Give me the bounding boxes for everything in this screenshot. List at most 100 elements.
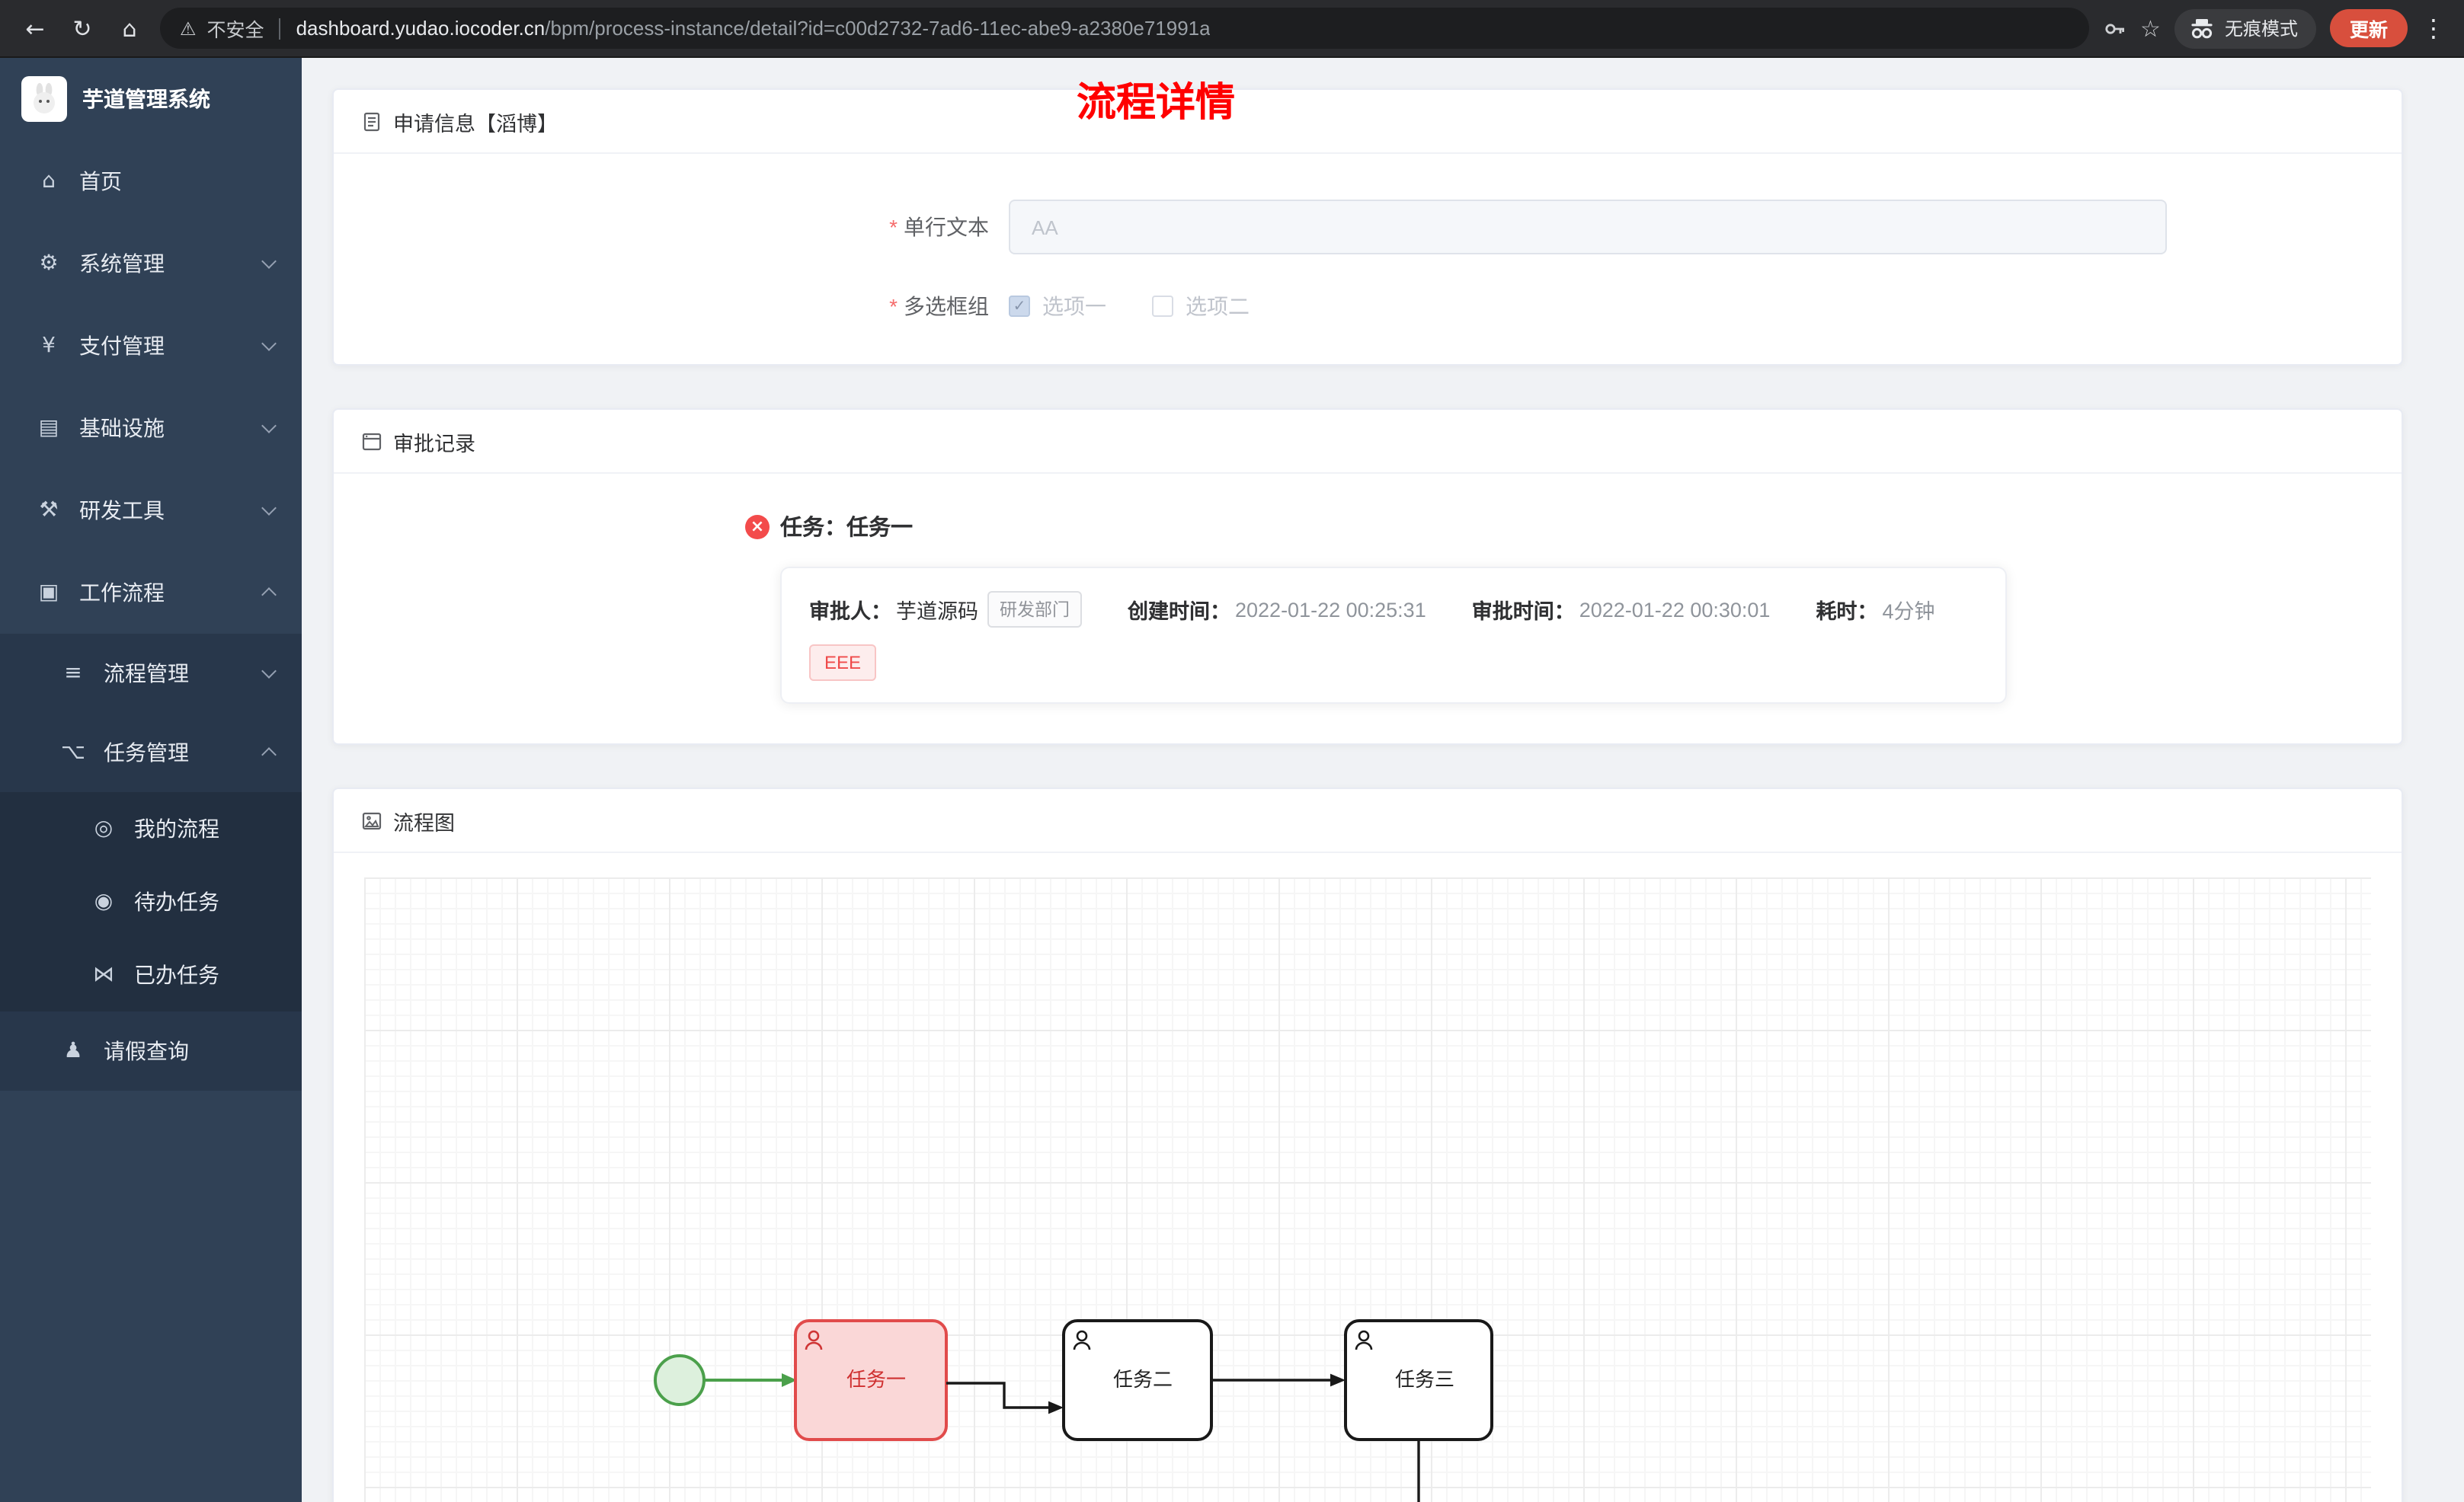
checkbox-group: ✓ 选项一 选项二 (1009, 291, 1250, 321)
sidebar-item-label: 基础设施 (79, 416, 165, 440)
chevron-down-icon (261, 336, 277, 351)
field-label: 多选框组 (904, 294, 989, 318)
url-divider (279, 18, 281, 39)
sidebar-item-infrastructure[interactable]: ▤ 基础设施 (0, 387, 302, 469)
sidebar-item-label: 流程管理 (104, 661, 189, 685)
sequence-flow-start-task1 (704, 1373, 797, 1387)
update-button[interactable]: 更新 (2329, 9, 2408, 47)
single-line-text-input[interactable] (1009, 200, 2167, 254)
sidebar-item-payment[interactable]: ¥ 支付管理 (0, 305, 302, 387)
comment-tag: EEE (809, 644, 877, 681)
apply-info-body: *单行文本 *多选框组 ✓ 选项一 选项二 (334, 154, 2402, 364)
task-node-task2[interactable]: 任务二 (1062, 1319, 1213, 1441)
checkbox-option2[interactable]: 选项二 (1152, 291, 1250, 321)
reload-icon[interactable]: ↻ (72, 14, 92, 42)
field-label: 单行文本 (904, 215, 989, 239)
sidebar-item-label: 系统管理 (79, 251, 165, 276)
person-icon: ♟ (63, 1039, 83, 1063)
apply-info-header: 申请信息【滔博】 (334, 90, 2402, 154)
app-title: 芋道管理系统 (82, 87, 210, 111)
duration-label: 耗时： (1816, 600, 1878, 623)
chevron-up-icon (261, 747, 277, 762)
sequence-flow-task1-task2 (946, 1382, 1064, 1414)
sidebar-item-workflow[interactable]: ▣ 工作流程 (0, 551, 302, 634)
department-tag: 研发部门 (987, 591, 1082, 628)
approver-name: 芋道源码 (896, 600, 978, 623)
task-title: 任务：任务一 (780, 516, 913, 541)
approve-time-label: 审批时间： (1471, 600, 1575, 623)
sidebar-item-done-tasks[interactable]: ⋈ 已办任务 (0, 938, 302, 1011)
checkbox-option1-label: 选项一 (1042, 294, 1106, 318)
done-tasks-icon: ⋈ (93, 963, 114, 987)
server-icon: ▤ (38, 416, 59, 440)
list-icon: ≡ (64, 661, 82, 685)
dashboard-icon: ⌂ (42, 169, 56, 193)
bookmark-star-icon[interactable]: ☆ (2140, 14, 2161, 42)
chevron-down-icon (261, 418, 277, 433)
checkbox-option1[interactable]: ✓ 选项一 (1009, 291, 1106, 321)
apply-info-card: 申请信息【滔博】 *单行文本 *多选框组 ✓ 选项一 (332, 88, 2403, 366)
sidebar-item-leave-query[interactable]: ♟ 请假查询 (0, 1011, 302, 1091)
gear-icon: ⚙ (39, 251, 59, 276)
eye-icon: ◉ (94, 890, 114, 914)
task3-label: 任务三 (1395, 1368, 1454, 1391)
sidebar-item-label: 任务管理 (104, 740, 189, 765)
sidebar: 芋道管理系统 ⌂ 首页 ⚙ 系统管理 ¥ 支付管理 ▤ 基础设施 (0, 58, 302, 1502)
approve-time-value: 2022-01-22 00:30:01 (1579, 598, 1771, 621)
diagram-icon (361, 810, 382, 831)
yen-icon: ¥ (42, 334, 56, 358)
tools-icon: ⚒ (39, 498, 59, 523)
sidebar-item-label: 工作流程 (79, 580, 165, 605)
sidebar-item-label: 待办任务 (134, 890, 219, 914)
home-icon[interactable]: ⌂ (122, 14, 137, 42)
apply-info-title: 申请信息【滔博】 (393, 112, 558, 135)
incognito-label: 无痕模式 (2224, 18, 2298, 40)
bpmn-canvas[interactable]: 任务一 任务二 (364, 877, 2371, 1502)
checkbox-group-label: *多选框组 (334, 291, 989, 321)
sidebar-item-todo-tasks[interactable]: ◉ 待办任务 (0, 865, 302, 938)
password-key-icon[interactable] (2102, 16, 2126, 40)
sidebar-item-label: 支付管理 (79, 334, 165, 358)
approval-detail-card: 审批人： 芋道源码 研发部门 创建时间： 2022-01-22 00:25:31… (780, 567, 2007, 704)
address-bar[interactable]: ⚠ 不安全 dashboard.yudao.iocoder.cn/bpm/pro… (160, 8, 2089, 49)
url-text: dashboard.yudao.iocoder.cn/bpm/process-i… (296, 17, 1211, 40)
checkbox-checked-icon: ✓ (1009, 296, 1030, 317)
not-secure-icon: ⚠ (180, 18, 197, 39)
document-icon (361, 110, 382, 132)
sidebar-item-home[interactable]: ⌂ 首页 (0, 140, 302, 222)
approver-label: 审批人： (809, 600, 891, 623)
sidebar-item-label: 研发工具 (79, 498, 165, 523)
chevron-down-icon (261, 254, 277, 269)
form-row-text: *单行文本 (334, 200, 2402, 254)
sidebar-item-label: 我的流程 (134, 817, 219, 841)
chevron-down-icon (261, 500, 277, 516)
task-node-task1[interactable]: 任务一 (794, 1319, 948, 1441)
sidebar-item-process-management[interactable]: ≡ 流程管理 (0, 634, 302, 713)
back-icon[interactable]: ← (25, 14, 45, 42)
incognito-profile-chip[interactable]: 无痕模式 (2174, 8, 2316, 48)
process-diagram-card: 流程图 (332, 788, 2403, 1502)
approval-record-body: × 任务：任务一 审批人： 芋道源码 研发部门 创建时间： 2022-01-22… (334, 474, 2402, 743)
browser-menu-icon[interactable]: ⋮ (2421, 14, 2446, 43)
process-diagram-header: 流程图 (334, 789, 2402, 853)
process-diagram-title: 流程图 (393, 811, 455, 834)
task2-label: 任务二 (1113, 1368, 1173, 1391)
duration-value: 4分钟 (1882, 600, 1935, 623)
sidebar-item-system[interactable]: ⚙ 系统管理 (0, 222, 302, 305)
app-logo-row: 芋道管理系统 (0, 58, 302, 140)
app-window: 芋道管理系统 ⌂ 首页 ⚙ 系统管理 ¥ 支付管理 ▤ 基础设施 (0, 58, 2464, 1502)
sidebar-item-label: 首页 (79, 169, 122, 193)
sidebar-item-my-process[interactable]: ◎ 我的流程 (0, 792, 302, 865)
approval-detail-line: 审批人： 芋道源码 研发部门 创建时间： 2022-01-22 00:25:31… (809, 591, 1978, 628)
sidebar-item-task-management[interactable]: ⌥ 任务管理 (0, 713, 302, 792)
required-marker: * (889, 294, 898, 318)
start-event-node[interactable] (654, 1354, 706, 1406)
app-logo (21, 76, 67, 122)
sidebar-item-devtools[interactable]: ⚒ 研发工具 (0, 469, 302, 551)
task-node-task3[interactable]: 任务三 (1344, 1319, 1493, 1441)
form-row-checkbox: *多选框组 ✓ 选项一 选项二 (334, 291, 2402, 321)
check-icon: ✓ (1013, 298, 1026, 315)
page-title: 流程详情 (1076, 79, 1236, 125)
approval-record-card: 审批记录 × 任务：任务一 审批人： 芋道源码 研发部门 创建时间： 2022-… (332, 408, 2403, 745)
